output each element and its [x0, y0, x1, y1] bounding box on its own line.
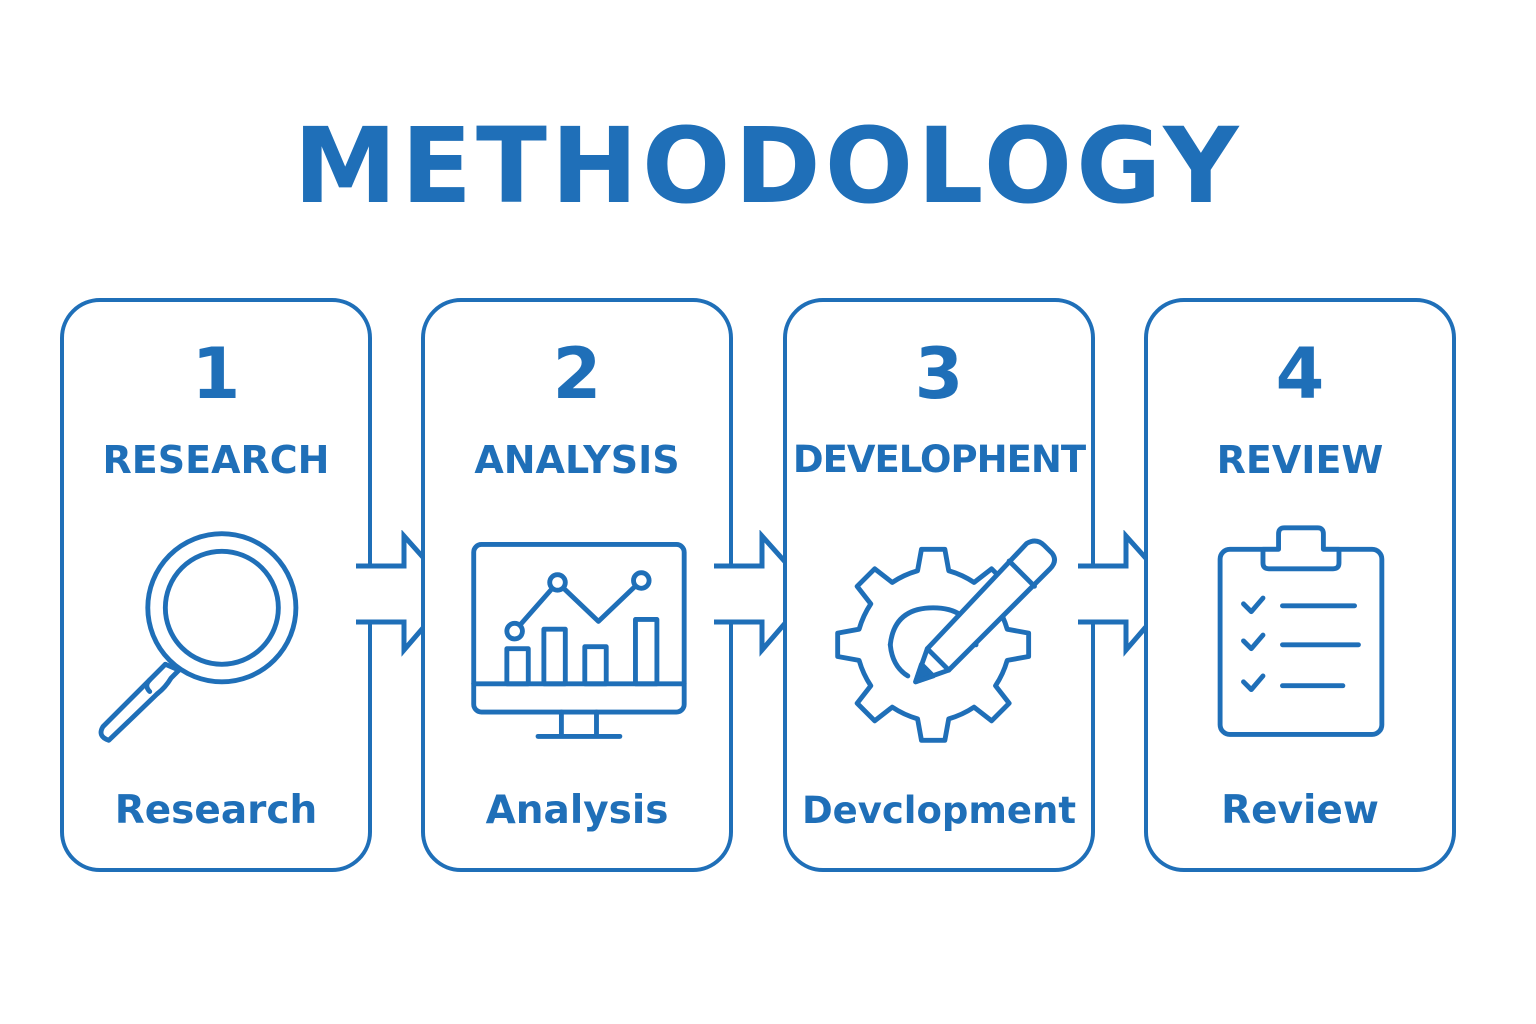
- step-number: 4: [1275, 333, 1325, 415]
- clipboard-checklist-icon: [1148, 517, 1452, 757]
- magnifying-glass-icon: [64, 517, 368, 757]
- step-card-analysis: 2 ANALYSIS Analysis: [421, 298, 733, 872]
- step-heading: ANALYSIS: [474, 438, 680, 482]
- step-number: 3: [914, 333, 964, 415]
- step-number: 2: [552, 333, 602, 415]
- step-label: Research: [114, 788, 318, 833]
- step-label: Review: [1221, 788, 1379, 833]
- page-title: METHODOLOGY: [293, 105, 1243, 227]
- step-card-development: 3 DEVELOPHENT Devclopment: [783, 298, 1095, 872]
- step-card-review: 4 REVIEW Review: [1144, 298, 1456, 872]
- monitor-chart-icon: [425, 517, 729, 757]
- step-heading: RESEARCH: [102, 438, 330, 482]
- step-heading: DEVELOPHENT: [792, 438, 1086, 481]
- step-label: Devclopment: [801, 789, 1077, 832]
- step-heading: REVIEW: [1216, 438, 1384, 482]
- step-number: 1: [191, 333, 241, 415]
- step-label: Analysis: [485, 788, 669, 833]
- step-card-research: 1 RESEARCH Research: [60, 298, 372, 872]
- gear-pencil-icon: [787, 517, 1091, 757]
